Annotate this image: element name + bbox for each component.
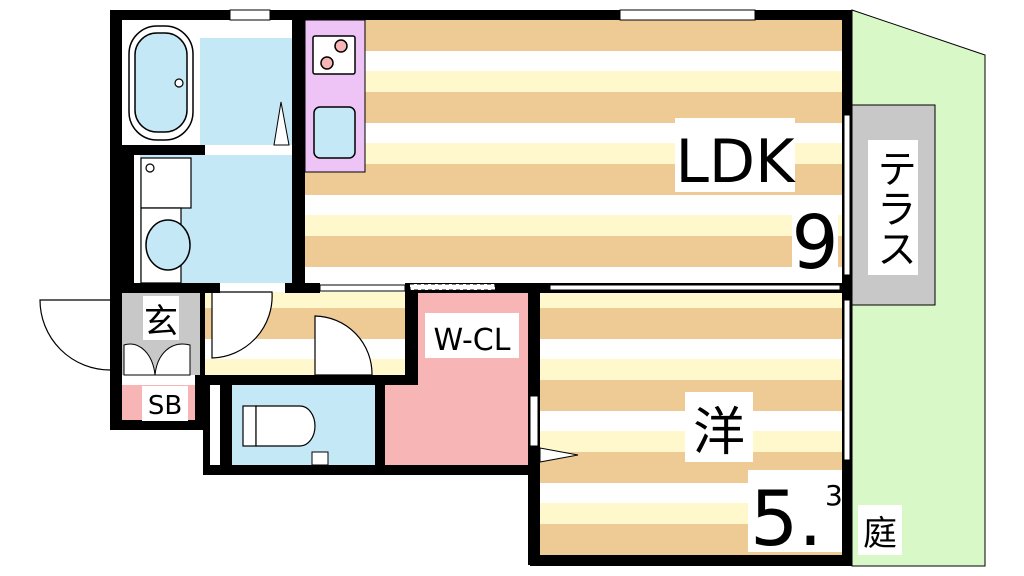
western-room-label: 洋 [693,403,745,463]
terrace-label: テラス [870,148,916,268]
toilet-icon [242,405,329,466]
ldk-size: 9 [791,200,838,286]
entrance-label: 玄 [144,302,178,342]
washroom-door-icon [211,291,273,359]
western-room-size: 5. [750,474,823,563]
shoebox-door-icon [123,343,191,376]
toilet-door-icon [314,315,373,376]
western-room-size-fraction: 3 [825,479,843,512]
shoe-box-label: SB [148,391,182,421]
bath-door-icon [273,101,290,146]
walls [110,9,852,566]
garden-label: 庭 [863,514,897,554]
stove-icon [312,35,356,75]
ldk-label: LDK [676,127,797,197]
entrance-door-icon [39,299,111,371]
walk-in-closet-label: W-CL [434,323,511,358]
sink-icon [313,106,356,159]
